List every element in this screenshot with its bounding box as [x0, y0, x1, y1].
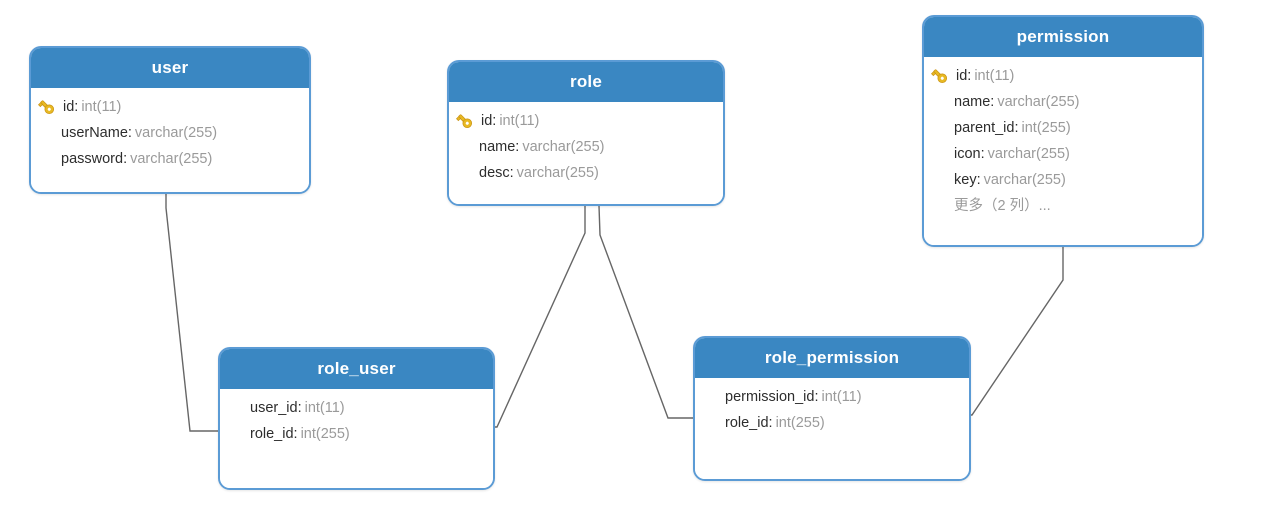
- field-row[interactable]: icon:varchar(255): [924, 141, 1202, 167]
- relationship-connector: [598, 205, 693, 419]
- entity-fields-permission: id:int(11)name:varchar(255)parent_id:int…: [924, 57, 1202, 245]
- entity-title-role: role: [449, 62, 723, 102]
- field-type: int(11): [821, 389, 862, 405]
- field-row[interactable]: parent_id:int(255): [924, 115, 1202, 141]
- field-separator: :: [74, 99, 79, 115]
- field-type: varchar(255): [987, 146, 1070, 162]
- field-row[interactable]: id:int(11): [924, 63, 1202, 89]
- field-row[interactable]: role_id:int(255): [220, 421, 493, 447]
- field-row[interactable]: userName:varchar(255): [31, 120, 309, 146]
- field-name: key: [954, 172, 977, 188]
- field-separator: :: [990, 94, 995, 110]
- field-name: name: [954, 94, 991, 110]
- field-name: user_id: [250, 400, 298, 416]
- field-type: varchar(255): [134, 125, 218, 141]
- relationship-connector: [971, 247, 1064, 416]
- field-type: int(255): [775, 415, 825, 431]
- primary-key-icon: [38, 100, 55, 115]
- field-row[interactable]: user_id:int(11): [220, 395, 493, 421]
- entity-title-role_user: role_user: [220, 349, 493, 389]
- field-name: icon: [954, 146, 981, 162]
- field-type: varchar(255): [522, 139, 605, 155]
- entity-title-permission: permission: [924, 17, 1202, 57]
- field-type: varchar(255): [997, 94, 1080, 110]
- field-name: desc: [479, 165, 510, 181]
- field-name: permission_id: [725, 389, 815, 405]
- field-separator: :: [127, 125, 132, 141]
- field-separator: :: [492, 113, 497, 129]
- field-name: id: [63, 99, 75, 115]
- field-type: int(11): [304, 400, 345, 416]
- more-columns-label: 更多（2 列）...: [954, 198, 1051, 214]
- field-row[interactable]: password:varchar(255): [31, 146, 309, 172]
- field-separator: :: [509, 165, 514, 181]
- field-separator: :: [967, 68, 972, 84]
- field-separator: :: [515, 139, 520, 155]
- field-separator: :: [980, 146, 985, 162]
- field-name: id: [956, 68, 968, 84]
- entity-title-user: user: [31, 48, 309, 88]
- entity-fields-role_permission: permission_id:int(11)role_id:int(255): [695, 378, 969, 479]
- field-separator: :: [1014, 120, 1019, 136]
- field-name: password: [61, 151, 124, 167]
- field-name: role_id: [725, 415, 769, 431]
- field-row[interactable]: permission_id:int(11): [695, 384, 969, 410]
- primary-key-icon: [456, 114, 473, 129]
- field-separator: :: [768, 415, 773, 431]
- field-row[interactable]: id:int(11): [31, 94, 309, 120]
- field-type: varchar(255): [130, 151, 213, 167]
- field-type: int(11): [974, 68, 1015, 84]
- field-type: int(255): [1021, 120, 1071, 136]
- field-row-more[interactable]: 更多（2 列）...: [924, 193, 1202, 219]
- field-separator: :: [814, 389, 819, 405]
- field-separator: :: [297, 400, 302, 416]
- field-row[interactable]: name:varchar(255): [924, 89, 1202, 115]
- field-name: role_id: [250, 426, 294, 442]
- field-name: id: [481, 113, 493, 129]
- field-name: userName: [61, 125, 128, 141]
- field-type: varchar(255): [516, 165, 599, 181]
- field-separator: :: [123, 151, 128, 167]
- primary-key-icon: [931, 69, 948, 84]
- field-type: int(11): [499, 113, 540, 129]
- entity-fields-role_user: user_id:int(11)role_id:int(255): [220, 389, 493, 488]
- field-row[interactable]: key:varchar(255): [924, 167, 1202, 193]
- field-separator: :: [976, 172, 981, 188]
- field-row[interactable]: role_id:int(255): [695, 410, 969, 436]
- field-type: varchar(255): [983, 172, 1066, 188]
- field-row[interactable]: desc:varchar(255): [449, 160, 723, 186]
- field-row[interactable]: id:int(11): [449, 108, 723, 134]
- entity-fields-user: id:int(11)userName:varchar(255)password:…: [31, 88, 309, 192]
- field-name: name: [479, 139, 516, 155]
- field-name: parent_id: [954, 120, 1015, 136]
- entity-fields-role: id:int(11)name:varchar(255)desc:varchar(…: [449, 102, 723, 204]
- entity-title-role_permission: role_permission: [695, 338, 969, 378]
- relationship-connector: [495, 206, 586, 428]
- field-separator: :: [293, 426, 298, 442]
- field-type: int(255): [300, 426, 350, 442]
- relationship-connector: [165, 194, 218, 432]
- field-type: int(11): [81, 99, 122, 115]
- field-row[interactable]: name:varchar(255): [449, 134, 723, 160]
